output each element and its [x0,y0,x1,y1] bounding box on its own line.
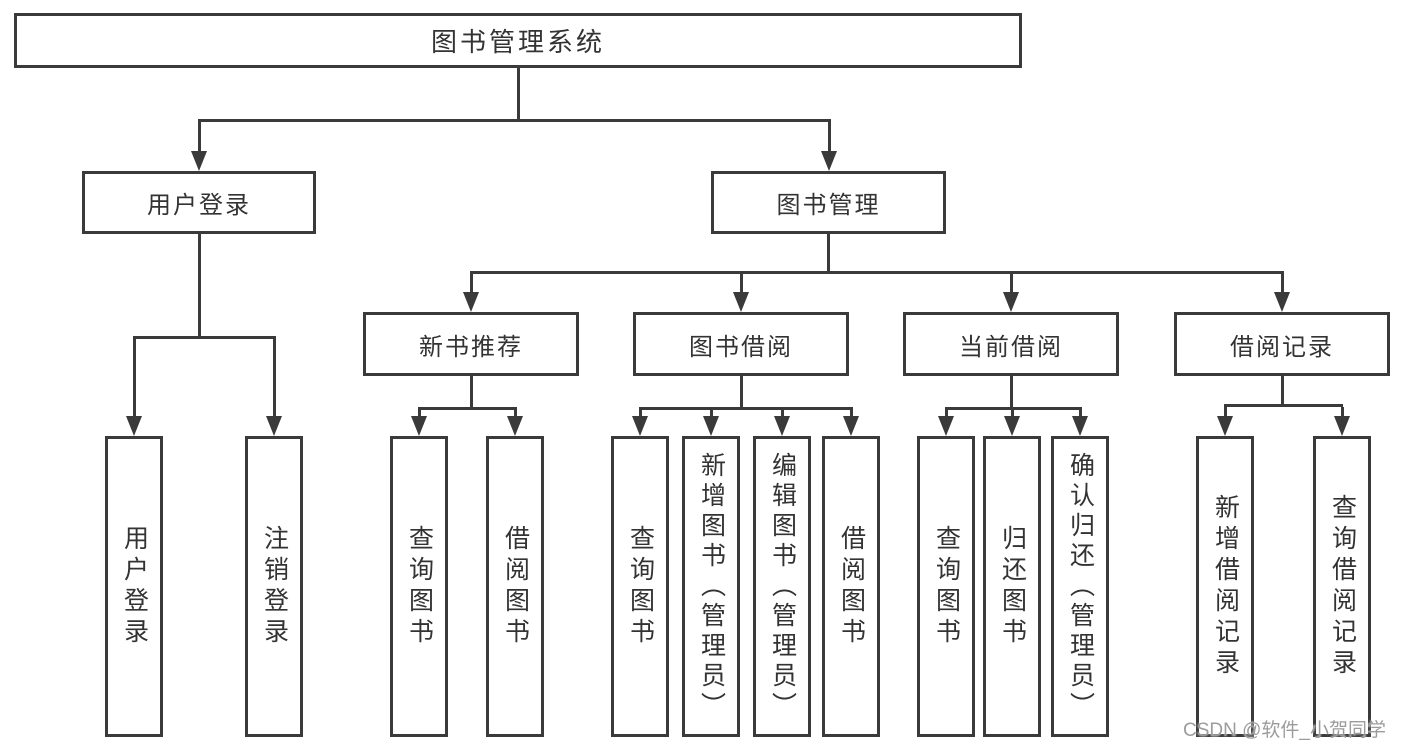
connector-line [1280,274,1284,292]
connector-line [469,274,473,292]
node-book-mgmt: 图书管理 [711,171,946,234]
leaf-borrow-edit-book-admin: 编辑图书（管理员） [753,436,811,737]
node-root: 图书管理系统 [14,13,1022,68]
arrow-down-icon [774,416,790,436]
connector-line [1009,376,1013,410]
node-root-label: 图书管理系统 [430,27,605,57]
leaf-current-query-book-label: 查询图书 [932,524,961,649]
leaf-borrow-edit-book-admin-label: 编辑图书（管理员） [768,451,797,722]
leaf-logout-login-label: 注销登录 [260,524,289,649]
arrow-down-icon [703,416,719,436]
connector-line [1280,376,1284,407]
connector-line [132,336,276,339]
arrow-down-icon [507,416,523,436]
connector-line [827,122,831,151]
connector-line [513,410,517,418]
connector-line [1340,407,1344,418]
arrow-down-icon [1274,292,1290,312]
leaf-current-confirm-return-admin: 确认归还（管理员） [1051,436,1109,737]
connector-line [638,407,853,410]
connector-line [849,410,853,418]
arrow-down-icon [733,292,749,312]
arrow-down-icon [1004,416,1020,436]
arrow-down-icon [266,416,282,436]
connector-line [944,407,1082,410]
connector-line [1009,274,1013,292]
leaf-logout-login: 注销登录 [245,436,303,737]
node-book-borrow-label: 图书借阅 [689,333,793,361]
leaf-borrow-add-book-admin: 新增图书（管理员） [682,436,740,737]
connector-line [197,119,831,122]
leaf-current-return-book-label: 归还图书 [998,524,1027,649]
leaf-user-login-label: 用户登录 [120,524,149,649]
node-borrow-records-label: 借阅记录 [1230,333,1334,361]
connector-line [827,234,830,274]
arrow-down-icon [1334,416,1350,436]
node-new-book-rec-label: 新书推荐 [419,333,523,361]
connector-line [1010,410,1014,418]
leaf-records-add-record: 新增借阅记录 [1196,436,1254,737]
node-user-login: 用户登录 [82,171,316,234]
arrow-down-icon [126,416,142,436]
arrow-down-icon [632,416,648,436]
leaf-borrow-query-book: 查询图书 [611,436,669,737]
node-borrow-records: 借阅记录 [1174,312,1390,376]
leaf-records-query-record-label: 查询借阅记录 [1328,493,1357,680]
connector-line [944,410,948,418]
connector-line [132,339,136,416]
leaf-recommend-borrow-book-label: 借阅图书 [501,524,530,649]
connector-line [516,68,520,121]
leaf-recommend-query-book: 查询图书 [390,436,448,737]
connector-line [638,410,642,418]
arrow-down-icon [411,416,427,436]
arrow-down-icon [1072,416,1088,436]
watermark: CSDN @软件_小贺同学 [1183,720,1386,741]
leaf-borrow-add-book-admin-label: 新增图书（管理员） [697,451,726,722]
leaf-current-return-book: 归还图书 [983,436,1041,737]
connector-line [739,376,743,410]
node-current-borrow-label: 当前借阅 [959,333,1063,361]
arrow-down-icon [463,292,479,312]
node-new-book-rec: 新书推荐 [363,312,579,376]
connector-line [739,274,743,292]
leaf-borrow-borrow-book: 借阅图书 [822,436,880,737]
node-user-login-label: 用户登录 [147,192,251,219]
leaf-recommend-query-book-label: 查询图书 [405,524,434,649]
arrow-down-icon [843,416,859,436]
leaf-user-login: 用户登录 [105,436,163,737]
connector-line [1078,410,1082,418]
arrow-down-icon [821,151,837,171]
node-book-mgmt-label: 图书管理 [776,192,881,219]
connector-line [780,410,784,418]
connector-line [272,339,276,416]
connector-line [469,376,473,410]
connector-line [1223,404,1343,407]
leaf-current-confirm-return-admin-label: 确认归还（管理员） [1066,451,1095,722]
arrow-down-icon [191,151,207,171]
leaf-recommend-borrow-book: 借阅图书 [486,436,544,737]
leaf-borrow-query-book-label: 查询图书 [626,524,655,649]
leaf-records-query-record: 查询借阅记录 [1313,436,1371,737]
node-book-borrow: 图书借阅 [633,312,849,376]
connector-line [469,271,1284,274]
leaf-records-add-record-label: 新增借阅记录 [1211,493,1240,680]
node-current-borrow: 当前借阅 [903,312,1119,376]
connector-line [197,122,201,151]
connector-line [417,410,421,418]
arrow-down-icon [938,416,954,436]
connector-line [1223,407,1227,418]
connector-line [197,234,201,339]
leaf-borrow-borrow-book-label: 借阅图书 [837,524,866,649]
connector-line [709,410,713,418]
arrow-down-icon [1217,416,1233,436]
leaf-current-query-book: 查询图书 [917,436,975,737]
connector-line [417,407,517,410]
arrow-down-icon [1003,292,1019,312]
